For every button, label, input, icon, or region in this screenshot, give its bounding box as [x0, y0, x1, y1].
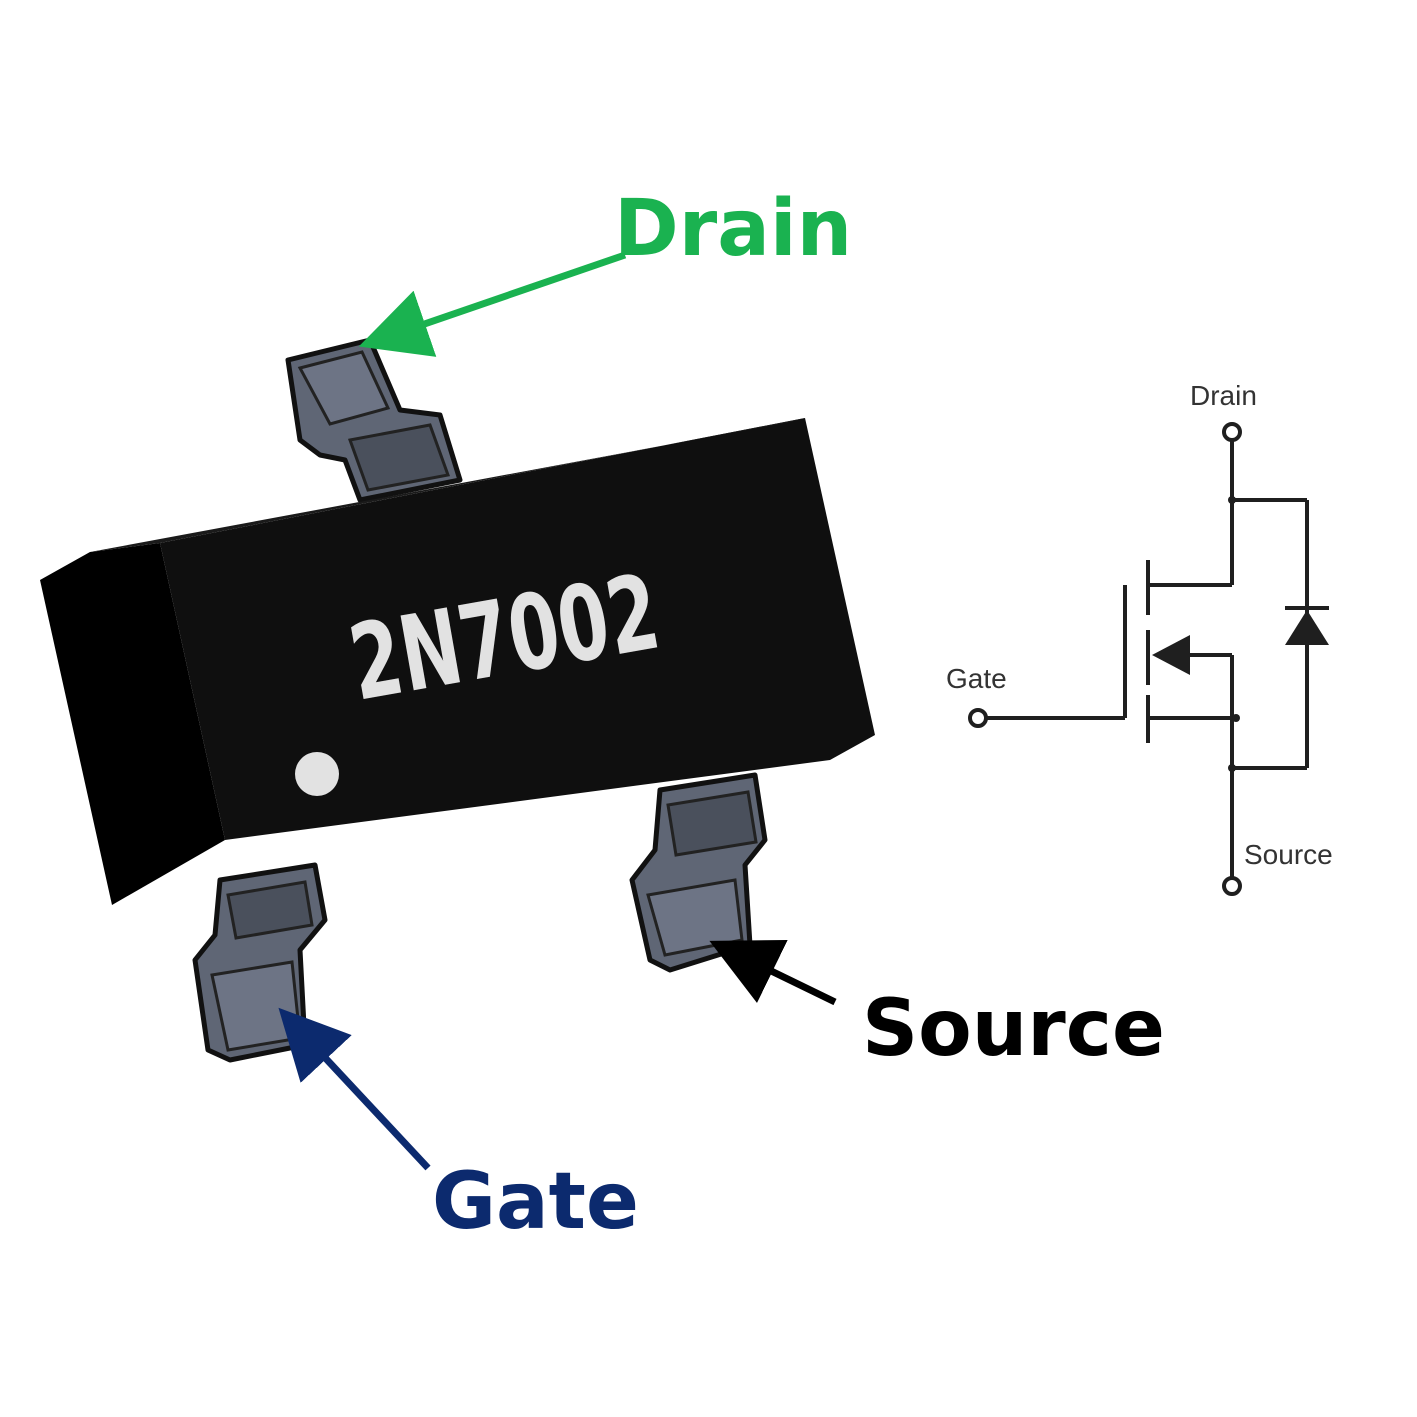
source-callout-label: Source [862, 984, 1165, 1074]
source-terminal [1222, 876, 1242, 896]
drain-callout-label: Drain [614, 184, 852, 274]
gate-callout-label: Gate [432, 1157, 639, 1247]
gate-arrow [278, 1007, 431, 1171]
source-arrow [709, 940, 837, 1006]
mosfet-schematic-symbol [968, 422, 1329, 896]
gate-terminal [968, 708, 988, 728]
drain-lead [285, 337, 463, 503]
body-arrow [1152, 635, 1190, 675]
schematic-source-label: Source [1244, 839, 1333, 870]
source-lead [629, 772, 768, 973]
drain-terminal [1222, 422, 1242, 442]
package-body-side [40, 543, 225, 905]
source-callout: Source [709, 940, 1165, 1074]
gate-lead [192, 862, 328, 1063]
schematic-drain-label: Drain [1190, 380, 1257, 411]
drain-arrow [358, 251, 627, 357]
gate-callout: Gate [278, 1007, 639, 1247]
sot23-package: 2N7002 [40, 337, 875, 1063]
package-body-front [160, 418, 875, 840]
schematic-gate-label: Gate [946, 663, 1007, 694]
drain-callout: Drain [358, 184, 852, 357]
diode-triangle [1285, 610, 1329, 645]
pin1-indicator-dot [295, 752, 339, 796]
